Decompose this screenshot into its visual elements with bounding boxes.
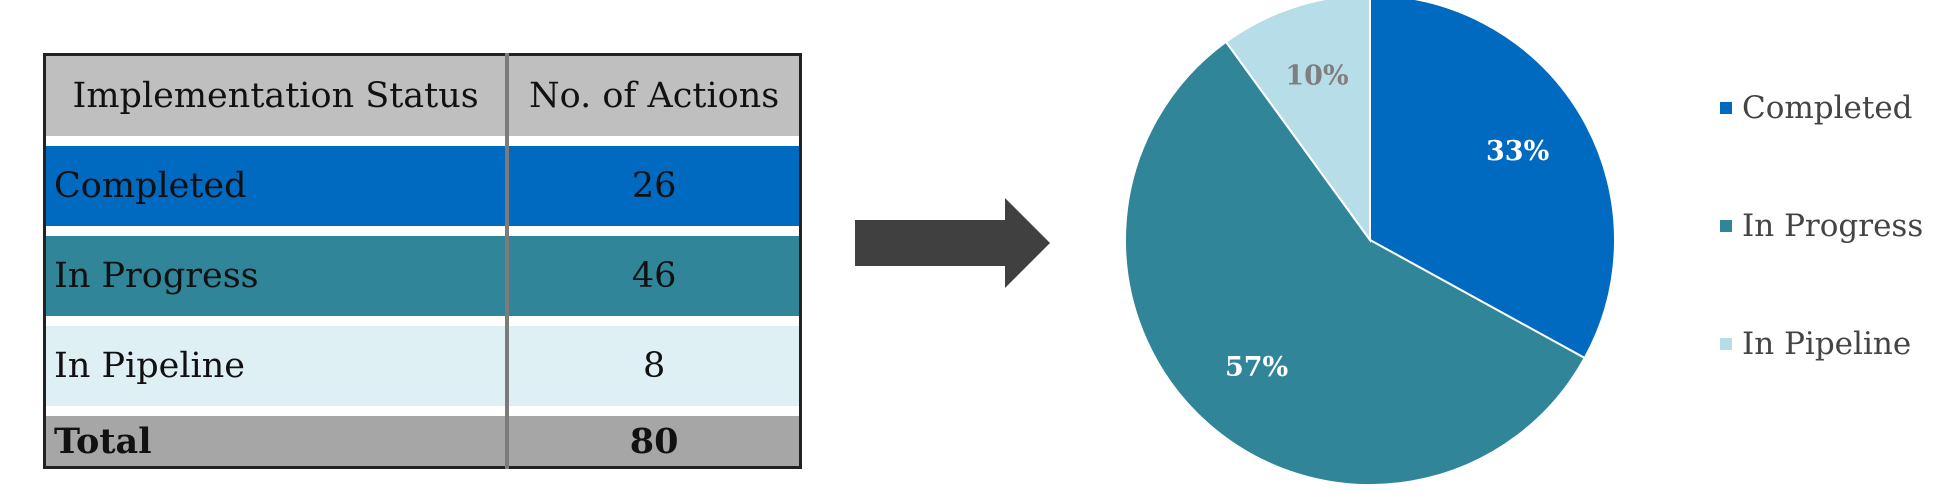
header-status: Implementation Status bbox=[44, 54, 508, 136]
pie-slice-in-pipeline bbox=[1224, 0, 1371, 244]
table-row: In Progress 46 bbox=[44, 236, 801, 316]
legend-item-in-progress: In Progress bbox=[1720, 206, 1923, 246]
row-status: Completed bbox=[44, 146, 508, 226]
legend-item-in-pipeline: In Pipeline bbox=[1720, 324, 1923, 364]
legend-swatch bbox=[1720, 220, 1732, 232]
row-count: 46 bbox=[505, 236, 801, 316]
row-status: In Progress bbox=[44, 236, 508, 316]
legend-swatch bbox=[1720, 102, 1732, 114]
table-row: Completed 26 bbox=[44, 146, 801, 226]
table-row: In Pipeline 8 bbox=[44, 326, 801, 406]
legend-swatch bbox=[1720, 338, 1732, 350]
pie-chart: 33% 57% 10% bbox=[1124, 0, 1616, 486]
legend-label: Completed bbox=[1742, 90, 1913, 126]
chart-legend: Completed In Progress In Pipeline bbox=[1720, 88, 1923, 442]
row-count: 8 bbox=[505, 326, 801, 406]
table-total-row: Total 80 bbox=[44, 416, 801, 468]
total-label: Total bbox=[44, 416, 508, 468]
legend-label: In Pipeline bbox=[1742, 326, 1912, 362]
pie-slice-completed bbox=[1369, 0, 1616, 360]
pie-data-label: 10% bbox=[1285, 60, 1348, 91]
pie-data-label: 57% bbox=[1225, 352, 1288, 383]
legend-item-completed: Completed bbox=[1720, 88, 1923, 128]
total-count: 80 bbox=[505, 416, 801, 468]
status-table: Implementation Status No. of Actions Com… bbox=[43, 53, 802, 469]
header-count: No. of Actions bbox=[505, 54, 801, 136]
right-arrow-icon bbox=[855, 198, 1050, 288]
row-count: 26 bbox=[505, 146, 801, 226]
table-header-row: Implementation Status No. of Actions bbox=[44, 54, 801, 136]
pie-slice-in-progress bbox=[1124, 40, 1587, 486]
row-status: In Pipeline bbox=[44, 326, 508, 406]
pie-data-label: 33% bbox=[1486, 136, 1549, 167]
legend-label: In Progress bbox=[1742, 208, 1924, 244]
